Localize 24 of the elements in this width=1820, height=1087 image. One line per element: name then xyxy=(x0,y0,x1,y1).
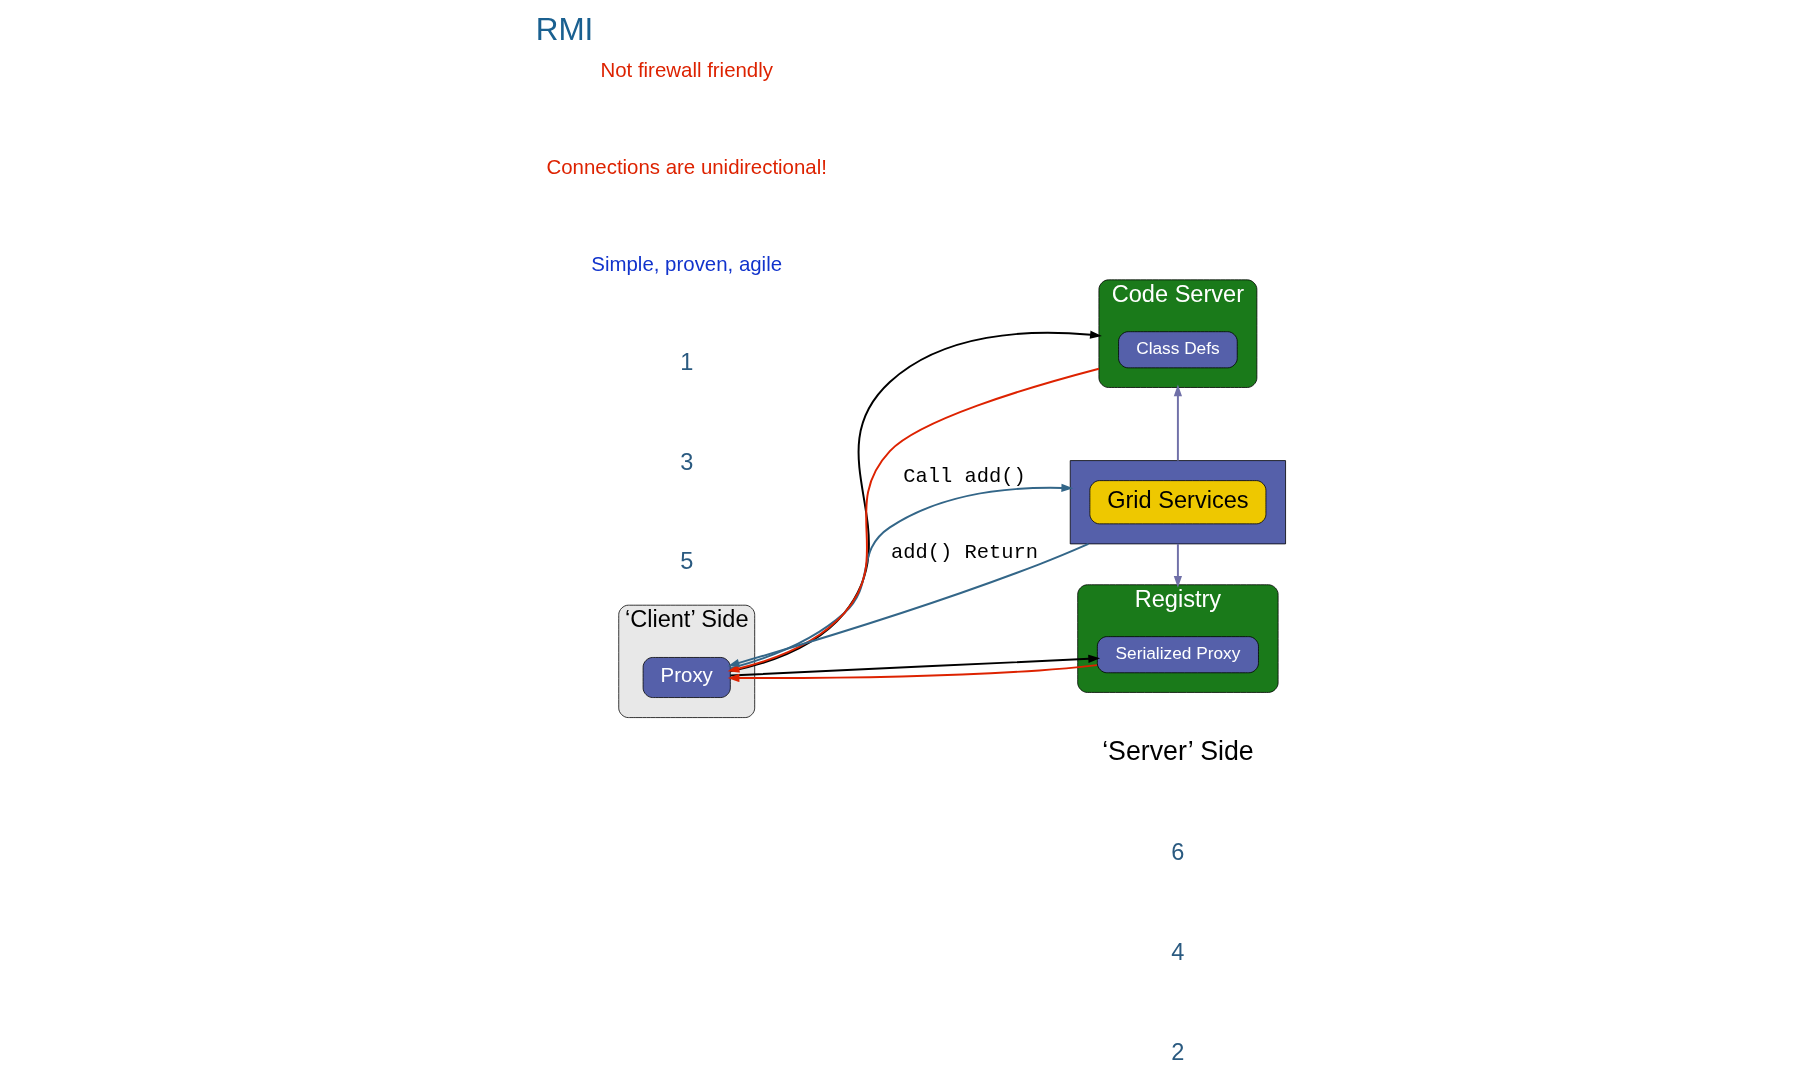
arrow xyxy=(729,654,1100,677)
edge-label: add() Return xyxy=(890,540,1038,564)
label: 1 xyxy=(679,348,693,375)
label: 4 xyxy=(1170,939,1184,966)
label: 3 xyxy=(679,448,693,475)
diagram-title: RMI xyxy=(535,11,593,47)
cluster xyxy=(1069,460,1286,545)
label: 2 xyxy=(1170,1038,1184,1065)
node-box: Proxy xyxy=(642,657,731,698)
node-box: Class Defs xyxy=(1117,331,1238,369)
arrow xyxy=(1173,384,1182,462)
arrow xyxy=(727,542,1089,667)
label: 6 xyxy=(1170,839,1184,866)
arrow xyxy=(727,664,1098,683)
label: ‘Server’ Side xyxy=(1101,735,1254,766)
edge-label: Call add() xyxy=(902,464,1026,488)
node-box: Serialized Proxy xyxy=(1096,636,1259,674)
arrow xyxy=(1173,542,1182,588)
label: 5 xyxy=(679,548,693,575)
node-box: Grid Services xyxy=(1089,480,1266,525)
label: Not firewall friendly xyxy=(599,59,773,82)
label: Simple, proven, agile xyxy=(590,252,782,275)
label: Connections are unidirectional! xyxy=(546,155,827,178)
arrow xyxy=(728,483,1073,670)
